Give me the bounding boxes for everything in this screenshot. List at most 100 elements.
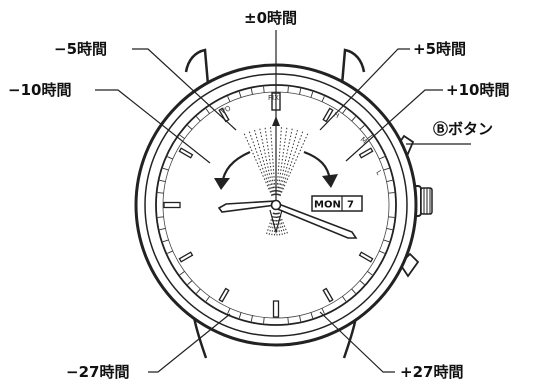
minute-tick (187, 280, 193, 285)
hour-marker (178, 147, 194, 159)
dial-mark-l: L (374, 169, 383, 176)
minute-tick (250, 88, 253, 95)
dial-mark-vo: VO (220, 104, 233, 116)
minute-tick (379, 250, 385, 254)
minute-tick (167, 250, 173, 254)
minute-tick (321, 308, 325, 314)
minute-tick (386, 228, 393, 231)
sweep-line (243, 133, 273, 197)
minute-tick (227, 308, 231, 314)
label-plus-minus-0: ±0時間 (244, 9, 298, 27)
minute-tick (321, 96, 325, 102)
minute-tick (263, 317, 265, 324)
sweep-line (278, 131, 304, 196)
minute-tick (205, 108, 210, 114)
sweep-line (264, 127, 276, 196)
leader-plus10 (345, 89, 443, 162)
label-minus-5: −5時間 (54, 40, 108, 58)
hour-marker (218, 107, 230, 123)
sweep-line (270, 127, 276, 196)
minute-tick (299, 88, 302, 95)
day-display: MON (314, 200, 341, 211)
sweep-line (277, 128, 293, 196)
minute-tick (367, 271, 373, 276)
hour-marker (218, 287, 230, 303)
sweep-line-tail (273, 212, 277, 237)
date-display: 7 (347, 200, 354, 211)
leader-plus5 (319, 48, 410, 131)
hour-marker (322, 107, 334, 123)
hour-marker (272, 300, 280, 318)
label-minus-27: −27時間 (66, 363, 130, 381)
minute-tick (167, 156, 173, 160)
leader-minus5 (132, 48, 237, 131)
minute-tick (310, 91, 314, 98)
minute-tick (287, 86, 289, 93)
minute-tick (162, 239, 169, 243)
minute-tick (157, 216, 164, 218)
label-plus-27: +27時間 (400, 363, 464, 381)
sweep-line (278, 129, 298, 196)
minute-tick (388, 192, 395, 194)
minute-tick (227, 96, 231, 102)
minute-tick (196, 288, 201, 294)
center-pin (270, 199, 282, 211)
arrow-right-head (322, 174, 338, 188)
leader-lines (95, 30, 471, 373)
minute-ticks (157, 86, 395, 324)
sweep-line (276, 127, 282, 196)
minute-tick (187, 125, 193, 130)
minute-tick (351, 116, 356, 122)
hour-marker (163, 201, 181, 209)
minute-tick (367, 134, 373, 139)
label-button-b: Ⓑボタン (433, 120, 494, 138)
minute-tick (386, 179, 393, 182)
sweep-line-tail (268, 212, 275, 237)
hour-marker (358, 251, 374, 263)
minute-tick (159, 179, 166, 182)
label-minus-10: −10時間 (8, 81, 72, 99)
sweep-line (276, 127, 288, 196)
hour-marker (322, 287, 334, 303)
arrow-left-head (214, 178, 230, 190)
sweep-line-tail (271, 212, 276, 237)
minute-tick (196, 116, 201, 122)
minute-tick (388, 216, 395, 218)
minute-tick (238, 312, 242, 319)
minute-tick (359, 280, 365, 285)
sweep-line-tail (277, 212, 284, 237)
label-plus-5: +5時間 (413, 40, 467, 58)
minute-tick (299, 315, 302, 322)
minute-tick (383, 239, 390, 243)
minute-tick (379, 156, 385, 160)
dial-mark-h: H (332, 111, 340, 120)
day-date-window (311, 195, 363, 212)
lug-top-left (184, 48, 212, 109)
leader-plus27 (319, 311, 395, 373)
minute-tick (162, 167, 169, 171)
minute-tick (159, 228, 166, 231)
minute-tick (263, 86, 265, 93)
minute-tick (342, 296, 347, 302)
minute-tick (157, 192, 164, 194)
sweep-line-tail (277, 212, 286, 236)
sweep-line (259, 128, 275, 196)
minute-tick (205, 296, 210, 302)
hour-marker (178, 251, 194, 263)
minute-tick (179, 134, 185, 139)
minute-tick (179, 271, 185, 276)
minute-tick (359, 125, 365, 130)
leader-minus27 (148, 313, 231, 373)
minute-tick (287, 317, 289, 324)
minute-tick (383, 167, 390, 171)
sweep-line-tail (275, 212, 278, 237)
leader-minus10 (95, 89, 211, 164)
label-plus-10: +10時間 (446, 81, 510, 99)
minute-tick (238, 91, 242, 98)
sweep-line (254, 129, 274, 196)
lug-top-right (338, 48, 366, 109)
hour-marker (358, 147, 374, 159)
minute-tick (351, 288, 356, 294)
